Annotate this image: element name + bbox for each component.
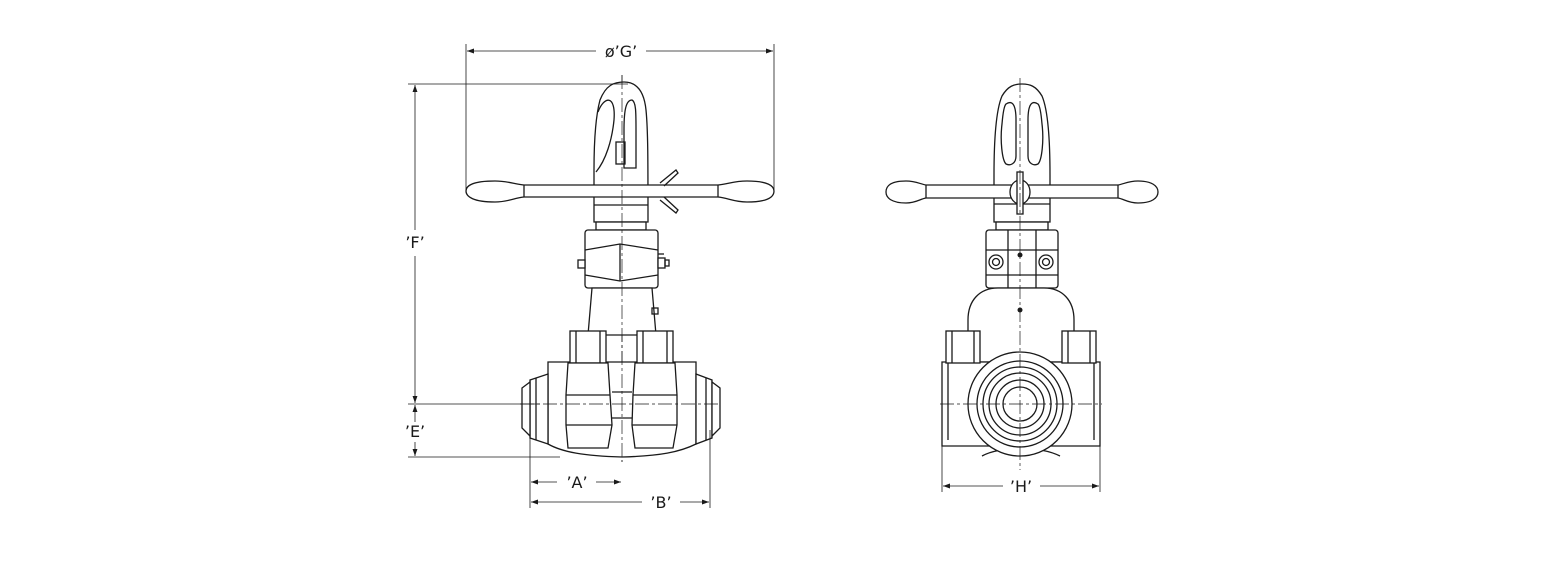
front-view bbox=[465, 75, 775, 462]
dim-f-label: ’F’ bbox=[405, 233, 424, 252]
dimensions: ø’G’ ’F’ ’E’ ’A’ ’B’ ’H’ bbox=[405, 42, 1101, 512]
side-bonnet bbox=[967, 287, 1075, 363]
dim-b-label: ’B’ bbox=[650, 493, 671, 512]
dim-h-label: ’H’ bbox=[1010, 477, 1032, 496]
dim-g-label: ø’G’ bbox=[605, 42, 637, 61]
dim-e-label: ’E’ bbox=[405, 422, 425, 441]
side-right-hex bbox=[1061, 330, 1097, 364]
front-bonnet-nut bbox=[584, 229, 659, 289]
side-view bbox=[885, 78, 1159, 470]
front-handle-cap bbox=[593, 81, 649, 223]
front-handle-clip bbox=[659, 169, 679, 214]
side-left-hex bbox=[945, 330, 981, 364]
front-tbar-handle bbox=[465, 180, 775, 203]
dim-a-label: ’A’ bbox=[566, 473, 587, 492]
